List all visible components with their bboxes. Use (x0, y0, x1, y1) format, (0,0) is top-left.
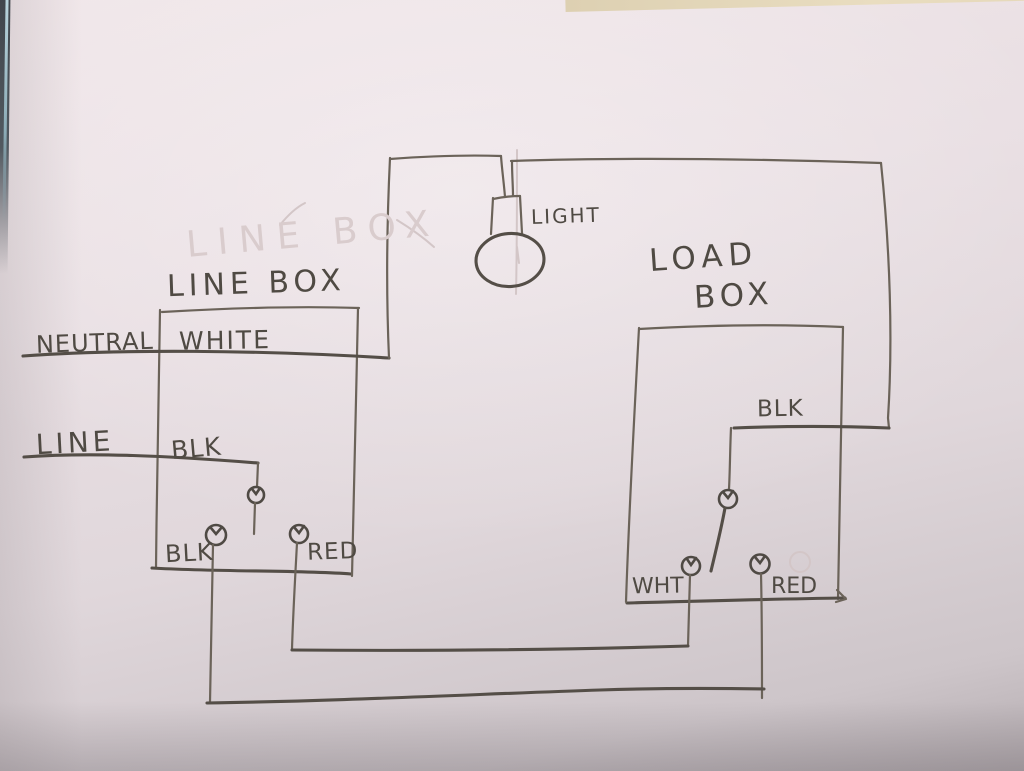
interconnect-wires (204, 523, 766, 705)
blk-pigtail-label: BLK (164, 538, 214, 569)
top-box-top-left-edge (388, 154, 503, 161)
wht-terminal-stem (686, 573, 692, 648)
faint-bulb-mark (516, 246, 520, 264)
faint-vertical-guide-line (515, 149, 518, 295)
red-terminal-label-load: RED (771, 574, 817, 599)
red-to-wht-run (290, 644, 690, 652)
load-box-left-edge (624, 326, 641, 604)
line-label: LINE (35, 424, 115, 461)
line-box (150, 306, 361, 578)
faint-diagonal-smudge (396, 219, 435, 248)
load-box (624, 324, 848, 605)
switch-feed-drop (727, 426, 733, 491)
load-box-title-line2: BOX (693, 276, 774, 316)
switch-and-blk-wire (680, 424, 891, 700)
load-box-bottom-corner-tick (834, 588, 848, 604)
faint-erased-loop (789, 551, 811, 573)
light-socket-left (489, 196, 495, 236)
top-box-right-edge (879, 161, 892, 430)
light-feed-right-drop (510, 159, 515, 198)
line-wire-tail (252, 501, 257, 536)
wht-terminal-notch (685, 556, 698, 568)
light-feed-left-drop (499, 154, 507, 199)
line-box-bottom-edge (150, 566, 353, 576)
red-pigtail-notch (292, 524, 306, 536)
light-label: LIGHT (531, 203, 602, 229)
switch-lever (709, 506, 727, 573)
load-box-title-line1: LOAD (648, 236, 759, 280)
red-pigtail-label: RED (307, 538, 359, 566)
light-socket-right (518, 194, 524, 235)
red-terminal-loop-load (749, 553, 771, 575)
blk-wire-horizontal (732, 424, 891, 430)
white-label: WHITE (179, 325, 271, 356)
wht-terminal-label: WHT (632, 573, 685, 599)
light-fixture (474, 194, 546, 289)
line-wire-loop-notch (250, 486, 262, 497)
blk-pigtail-notch (209, 525, 224, 537)
line-box-top-edge (160, 306, 361, 314)
switch-top-terminal-loop (717, 488, 739, 510)
switch-top-terminal-notch (721, 489, 735, 501)
light-socket-top (491, 194, 522, 201)
line-wire-drop (255, 461, 260, 489)
top-box-top-right-edge (509, 157, 883, 165)
line-box-right-edge (350, 306, 360, 578)
blk-pigtail-stem (208, 543, 215, 704)
blk-pigtail-loop (204, 523, 228, 547)
ghost-line-box-label: LINE BOX (185, 203, 442, 266)
blk-wire-label-load-box: BLK (757, 396, 804, 423)
top-box-left-edge (386, 156, 392, 360)
red-terminal-notch-load (753, 554, 767, 566)
faint-checkmark-stroke (279, 202, 306, 226)
line-wire (22, 453, 260, 465)
red-pigtail-loop (288, 523, 310, 545)
load-box-right-edge (836, 325, 845, 601)
blk-bottom-run (205, 686, 766, 705)
blk-wire-label-line-box: BLK (170, 432, 223, 465)
faint-pencil-artifacts (279, 149, 811, 573)
line-hot-wire (22, 453, 266, 536)
load-box-bottom-edge (625, 596, 847, 605)
neutral-wire (21, 349, 391, 360)
load-box-top-edge (637, 324, 845, 331)
red-pigtail-stem (290, 541, 299, 651)
line-box-left-edge (154, 308, 162, 570)
line-box-title: LINE BOX (166, 263, 346, 304)
neutral-white-wire-run (21, 154, 892, 430)
light-bulb (474, 231, 546, 289)
neutral-label: NEUTRAL (35, 327, 154, 359)
red-terminal-stem-load (759, 572, 764, 700)
labels: LINE BOX LINE BOX NEUTRAL WHITE LINE BLK… (35, 203, 817, 600)
